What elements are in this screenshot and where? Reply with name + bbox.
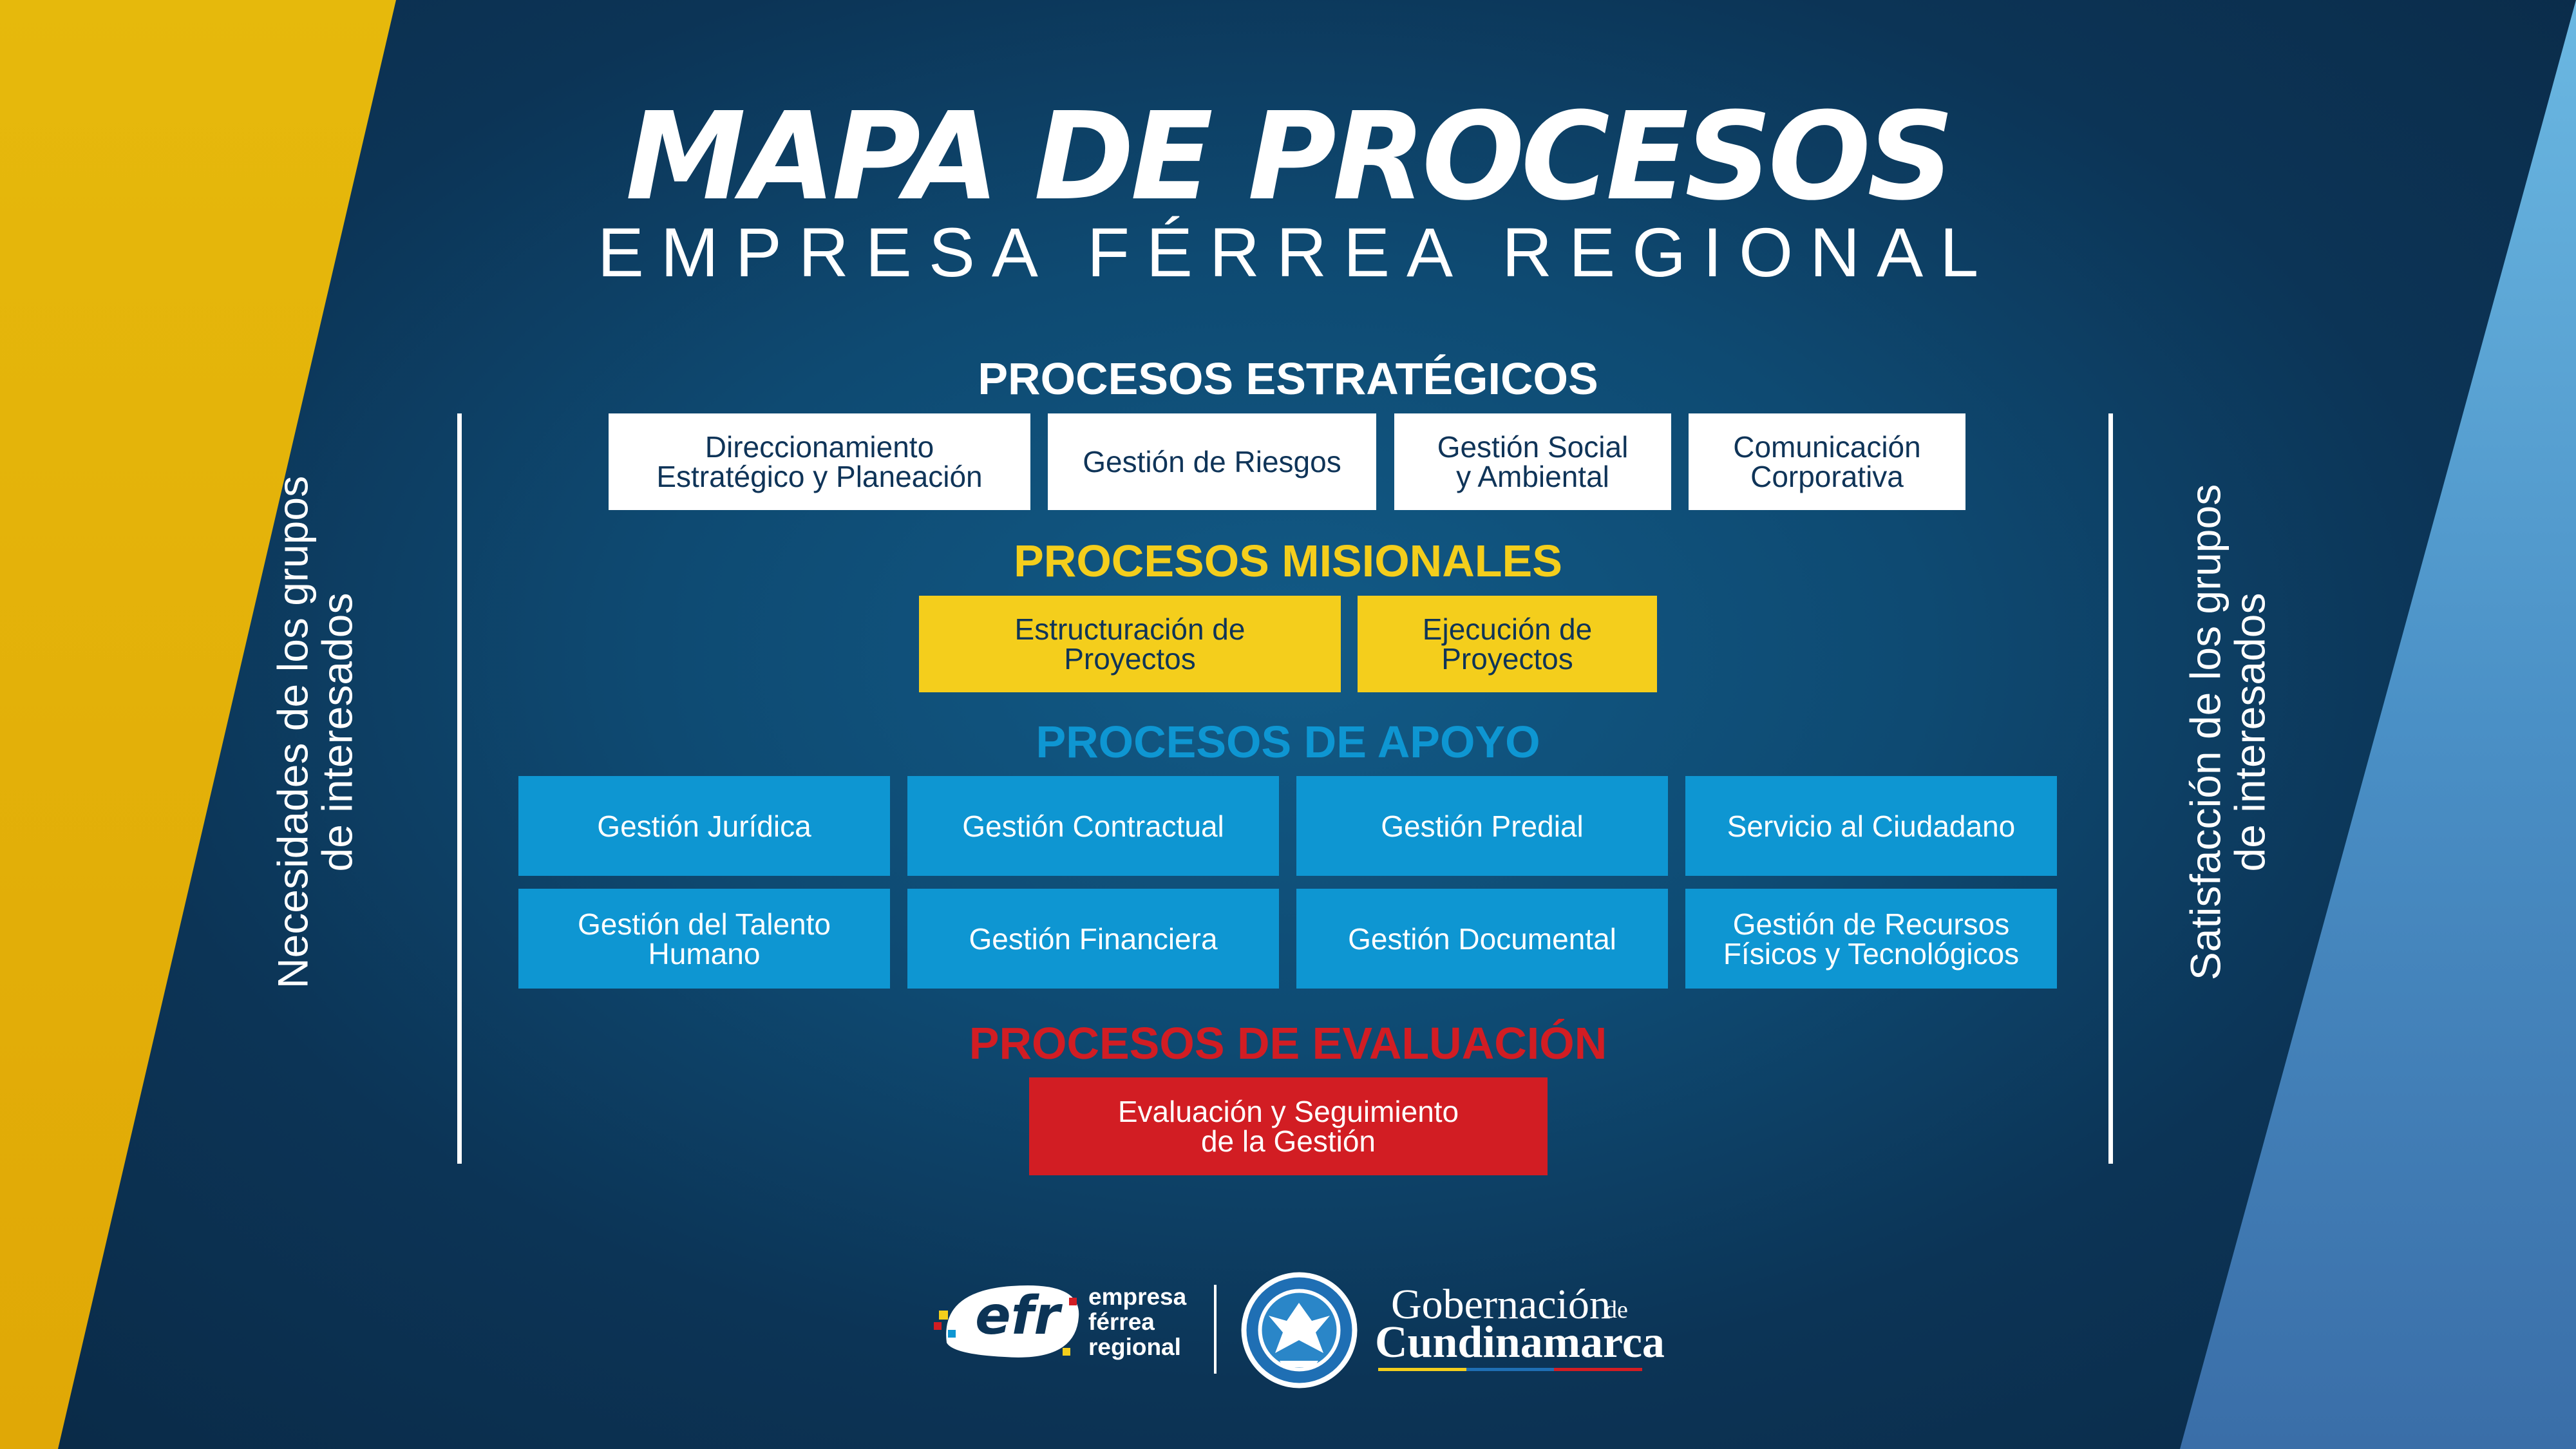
gobernacion-text: Gobernación — [1391, 1281, 1611, 1328]
section-title-apoyo: PROCESOS DE APOYO — [1036, 717, 1540, 767]
efr-logo-icon — [934, 1285, 1079, 1358]
efr-logo: efr — [934, 1272, 1088, 1368]
page-subtitle: EMPRESA FÉRREA REGIONAL — [597, 213, 1996, 291]
left-divider-line — [457, 413, 462, 1164]
flag-underline — [1378, 1368, 1643, 1371]
section-title-estrategicos: PROCESOS ESTRATÉGICOS — [978, 354, 1598, 404]
process-box-recursos-fisicos[interactable]: Gestión de Recursos Físicos y Tecnológic… — [1685, 889, 2057, 989]
gobernacion-de-text: de — [1605, 1296, 1628, 1323]
page-title: MAPA DE PROCESOS — [625, 86, 1954, 227]
process-box-ejecucion[interactable]: Ejecución de Proyectos — [1358, 596, 1657, 692]
process-box-documental[interactable]: Gestión Documental — [1296, 889, 1668, 989]
right-divider-line — [2108, 413, 2113, 1164]
efr-logo-text: empresa férrea regional — [1088, 1283, 1187, 1360]
process-box-social-ambiental[interactable]: Gestión Social y Ambiental — [1394, 413, 1671, 510]
cundinamarca-seal-icon — [1240, 1271, 1359, 1393]
footer-divider — [1214, 1285, 1217, 1374]
process-box-servicio-ciudadano[interactable]: Servicio al Ciudadano — [1685, 776, 2057, 876]
process-box-estructuracion[interactable]: Estructuración de Proyectos — [919, 596, 1341, 692]
process-box-riesgos[interactable]: Gestión de Riesgos — [1048, 413, 1376, 510]
efr-logo-mark: efr — [975, 1285, 1060, 1347]
process-box-direccionamiento[interactable]: Direccionamiento Estratégico y Planeació… — [609, 413, 1030, 510]
process-box-financiera[interactable]: Gestión Financiera — [907, 889, 1279, 989]
section-title-evaluacion: PROCESOS DE EVALUACIÓN — [969, 1018, 1607, 1068]
process-box-evaluacion-seguimiento[interactable]: Evaluación y Seguimiento de la Gestión — [1029, 1077, 1548, 1175]
section-title-misionales: PROCESOS MISIONALES — [1014, 536, 1562, 586]
process-box-comunicacion[interactable]: Comunicación Corporativa — [1689, 413, 1965, 510]
process-box-predial[interactable]: Gestión Predial — [1296, 776, 1668, 876]
process-box-juridica[interactable]: Gestión Jurídica — [518, 776, 890, 876]
process-box-contractual[interactable]: Gestión Contractual — [907, 776, 1279, 876]
cundinamarca-text: Cundinamarca — [1375, 1318, 1665, 1367]
process-box-talento-humano[interactable]: Gestión del Talento Humano — [518, 889, 890, 989]
